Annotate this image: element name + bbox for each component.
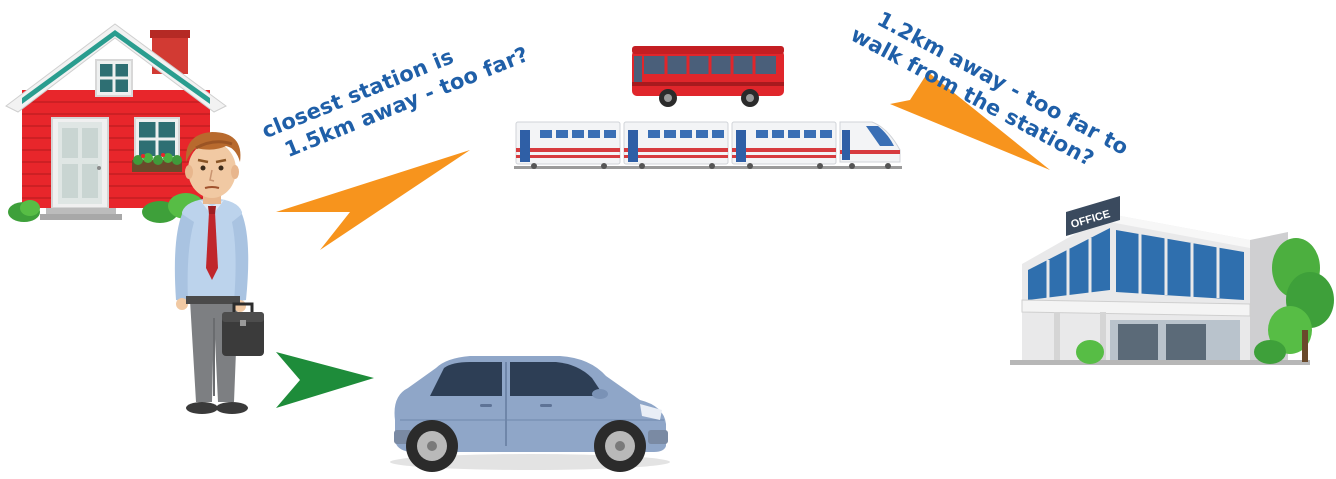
car-icon [390, 356, 670, 472]
left-callout-arrow [276, 150, 470, 250]
office-building-icon: OFFICE [1010, 196, 1334, 365]
bus-icon [632, 46, 784, 107]
train-icon [514, 122, 902, 169]
house-icon [6, 24, 226, 223]
arrow-icon [276, 352, 374, 408]
businessman-icon [175, 132, 264, 414]
